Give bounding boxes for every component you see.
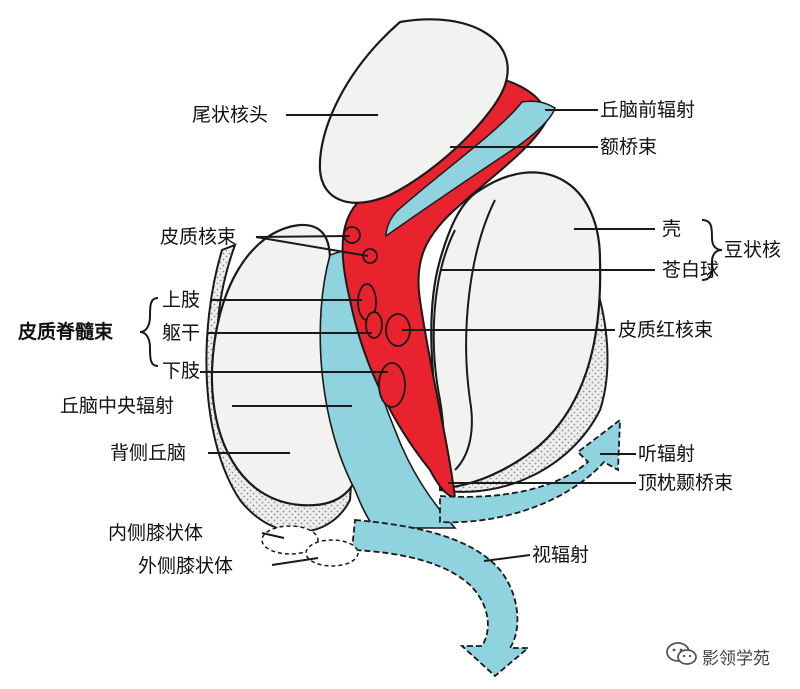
- trunk-oval: [365, 311, 383, 339]
- optic-radiation-arrow: [351, 519, 531, 678]
- lower-limb-oval: [378, 362, 406, 408]
- medial-geniculate-body: [261, 525, 319, 555]
- label-dorsal-thalamus: 背侧丘脑: [110, 442, 187, 464]
- label-trunk: 躯干: [162, 322, 201, 344]
- corticospinal-brace: [139, 297, 159, 367]
- leader-lines: [200, 109, 655, 566]
- label-lentiform-nucleus: 豆状核: [724, 239, 782, 261]
- wechat-icon: [666, 642, 697, 665]
- label-corticorubral-tract: 皮质红核束: [618, 319, 714, 341]
- label-frontopontine-tract: 额桥束: [600, 136, 658, 158]
- label-corticospinal-tract: 皮质脊髓束: [18, 321, 114, 343]
- label-upper-limb: 上肢: [162, 289, 201, 311]
- label-lateral-geniculate-body: 外侧膝状体: [138, 555, 234, 577]
- label-caudate-head: 尾状核头: [192, 104, 269, 126]
- label-corticobulbar-tract: 皮质核束: [160, 226, 237, 248]
- label-globus-pallidus: 苍白球: [662, 259, 720, 281]
- auditory-radiation-arrow: [439, 418, 621, 524]
- blue-anterior-band: [385, 100, 556, 238]
- globus-pallidus-arc-outer: [454, 199, 496, 471]
- corticobulbar-dot-1: [343, 226, 361, 244]
- label-optic-radiation: 视辐射: [532, 544, 590, 566]
- label-parieto-occipito-temporo-pontine-tract: 顶枕颞桥束: [638, 472, 734, 494]
- lateral-geniculate-body: [305, 539, 359, 567]
- label-putamen: 壳: [662, 218, 682, 240]
- caudate-head: [318, 18, 509, 204]
- label-auditory-radiation: 听辐射: [638, 443, 696, 465]
- label-medial-geniculate-body: 内侧膝状体: [108, 522, 204, 544]
- watermark-text: 影领学苑: [702, 649, 770, 669]
- label-central-thalamic-radiation: 丘脑中央辐射: [60, 395, 175, 417]
- lentiform-brace: [701, 219, 723, 281]
- label-lower-limb: 下肢: [162, 360, 201, 382]
- label-anterior-thalamic-radiation: 丘脑前辐射: [600, 99, 696, 121]
